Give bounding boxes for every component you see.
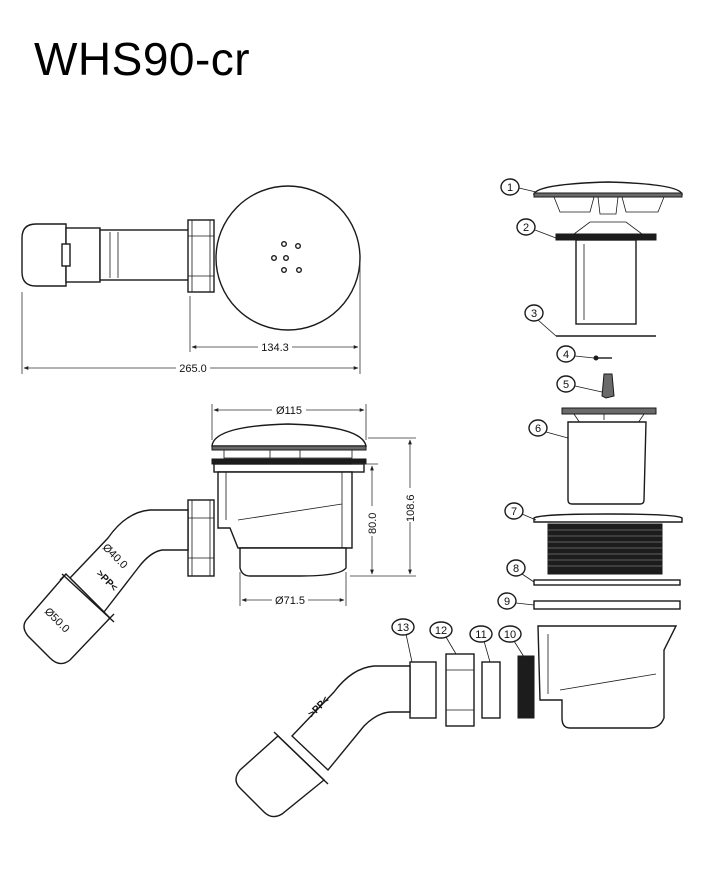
balloon-13: 13 (391, 618, 415, 663)
svg-text:11: 11 (475, 629, 486, 641)
balloon-11: 11 (469, 625, 493, 663)
balloon-12: 12 (429, 621, 457, 655)
vent-hole-icon (271, 254, 278, 261)
part-13-collar (409, 661, 437, 719)
top-view-pipe-tab (61, 243, 71, 267)
part-5-bolt (601, 373, 615, 399)
part-6-cup (561, 407, 657, 415)
balloon-8: 8 (506, 559, 535, 583)
balloon-10: 10 (498, 625, 527, 661)
svg-text:2: 2 (523, 222, 529, 234)
dim-cover-diameter: Ø115 (276, 405, 302, 417)
part-13-elbow (291, 665, 411, 772)
exploded-view: >PP< (235, 181, 684, 818)
side-view-body (217, 471, 353, 549)
svg-text:7: 7 (511, 506, 517, 518)
svg-text:12: 12 (435, 625, 447, 637)
svg-text:13: 13 (397, 622, 409, 634)
top-view-pipe-end (21, 223, 67, 287)
top-view: 134.3 265.0 (21, 185, 361, 375)
part-10-body (537, 625, 678, 729)
vent-hole-icon (283, 254, 290, 261)
svg-text:10: 10 (504, 629, 516, 641)
part-7-threaded-flange (533, 513, 683, 523)
svg-text:4: 4 (563, 349, 569, 361)
part-7-thread (547, 523, 663, 575)
svg-text:6: 6 (535, 423, 541, 435)
balloon-6: 6 (528, 419, 569, 439)
svg-text:9: 9 (504, 596, 510, 608)
vent-hole-icon (281, 240, 288, 247)
side-view-trap (239, 547, 347, 577)
balloon-2: 2 (516, 218, 557, 239)
part-12-nut (445, 653, 475, 727)
part-13-pipe-end (235, 735, 326, 818)
dim-total-height: 108.6 (405, 494, 417, 522)
svg-text:8: 8 (513, 563, 519, 575)
part-8-gasket (533, 579, 681, 586)
balloon-5: 5 (556, 375, 603, 393)
top-view-pipe-collar (65, 227, 101, 283)
vent-hole-icon (295, 242, 302, 249)
part-balloons: 1 2 3 4 5 6 7 8 9 10 11 12 13 (391, 178, 603, 663)
balloon-7: 7 (504, 502, 537, 521)
part-9-gasket (533, 600, 681, 610)
svg-text:3: 3 (531, 308, 537, 320)
side-view-cover (211, 423, 367, 447)
side-view: Ø40.0 >PP< Ø50.0 Ø115 80.0 108.6 Ø71.5 (23, 404, 417, 665)
vent-hole-icon (281, 267, 288, 274)
balloon-3: 3 (524, 304, 557, 337)
balloon-4: 4 (556, 345, 595, 363)
page-title: WHS90-cr (34, 33, 251, 85)
balloon-9: 9 (497, 592, 535, 610)
dim-total-length: 265.0 (179, 363, 207, 375)
part-1-cover (532, 181, 684, 195)
top-view-pipe (99, 229, 191, 281)
dim-body-diameter: Ø71.5 (275, 595, 305, 607)
svg-text:5: 5 (563, 379, 569, 391)
part-11-seal (481, 661, 501, 719)
vent-hole-icon (296, 267, 303, 274)
side-view-flange (211, 458, 367, 465)
dim-outlet-offset: 134.3 (261, 342, 289, 354)
balloon-1: 1 (500, 178, 537, 196)
part-10-thread (517, 655, 535, 719)
dim-body-depth: 80.0 (367, 513, 379, 534)
part-2-strainer (555, 233, 657, 241)
svg-text:1: 1 (507, 182, 513, 194)
side-view-pipe-end (23, 572, 111, 665)
